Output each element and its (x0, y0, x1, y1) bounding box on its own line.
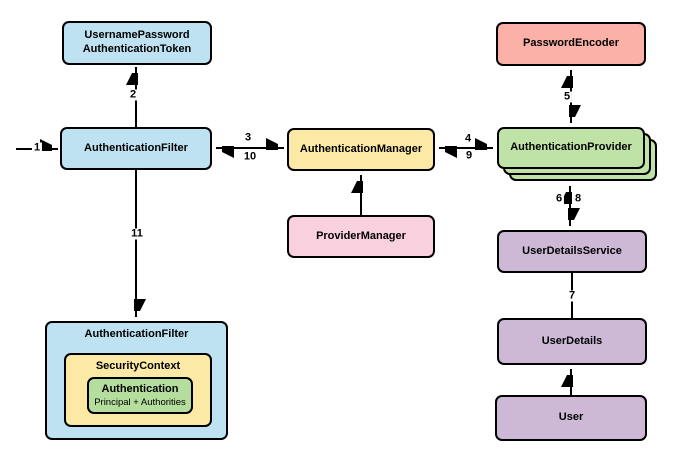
box-label: SecurityContext (95, 360, 181, 372)
edge-label-step-1: 1 (31, 141, 43, 154)
box-label: UserDetails (541, 334, 603, 347)
box-authentication-provider: AuthenticationProvider (497, 127, 645, 169)
box-authentication-filter-bottom: AuthenticationFilter SecurityContext Aut… (45, 321, 228, 440)
box-password-encoder: PasswordEncoder (496, 22, 646, 66)
edge-label-step-9: 9 (463, 149, 475, 162)
box-label: AuthenticationManager (299, 142, 423, 155)
box-label: AuthenticationProvider (510, 141, 632, 154)
edge-label-step-11: 11 (129, 227, 145, 240)
box-user: User (495, 395, 647, 441)
edge-label-step-5: 5 (561, 90, 573, 103)
edge-label-step-4: 4 (462, 132, 474, 145)
edge-label-step-2: 2 (127, 88, 139, 101)
box-label: User (558, 411, 584, 424)
box-label: PasswordEncoder (523, 37, 619, 50)
edge-label-step-7: 7 (566, 289, 578, 302)
edge-label-step-3: 3 (242, 131, 254, 144)
box-user-details-service: UserDetailsService (497, 230, 647, 273)
box-label: AuthenticationFilter (84, 328, 189, 340)
box-label: UsernamePassword (84, 29, 190, 42)
box-label: AuthenticationFilter (84, 141, 188, 154)
box-label: Authentication (101, 382, 179, 395)
box-authentication: Authentication Principal + Authorities (87, 377, 193, 414)
box-user-details: UserDetails (497, 318, 647, 365)
box-authentication-manager: AuthenticationManager (287, 128, 435, 171)
edge-label-step-10: 10 (241, 150, 259, 163)
edge-label-step-8: 8 (572, 192, 584, 205)
box-sublabel: Principal + Authorities (94, 396, 186, 408)
edge-label-step-6: 6 (553, 192, 565, 205)
box-authentication-filter: AuthenticationFilter (60, 127, 212, 170)
box-label: UserDetailsService (522, 244, 622, 257)
box-usernamepassword-authenticationtoken: UsernamePassword AuthenticationToken (62, 21, 212, 65)
box-label: AuthenticationToken (82, 43, 192, 55)
box-security-context: SecurityContext Authentication Principal… (64, 353, 212, 427)
box-label: ProviderManager (316, 229, 406, 242)
box-provider-manager: ProviderManager (287, 215, 435, 258)
